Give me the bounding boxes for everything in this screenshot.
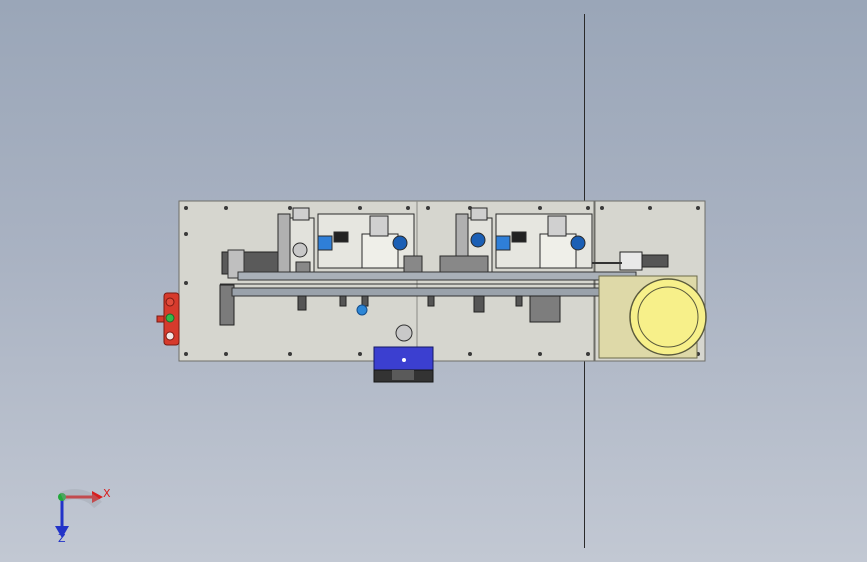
motor-block[interactable] (373, 324, 434, 383)
station-1[interactable] (277, 207, 423, 277)
sensor-blue (356, 304, 368, 316)
z-axis-label: Z (58, 532, 66, 545)
x-axis-label: X (103, 487, 111, 500)
station-2[interactable] (439, 207, 593, 277)
coil-disc (629, 278, 707, 356)
rail-upper (237, 271, 637, 281)
rail-lower (231, 287, 633, 297)
coordinate-triad-icon (55, 489, 103, 538)
rail-fittings (297, 295, 561, 323)
emergency-stop-icon[interactable] (156, 292, 180, 346)
plate-bolts (184, 206, 700, 356)
end-cylinder (619, 251, 643, 271)
